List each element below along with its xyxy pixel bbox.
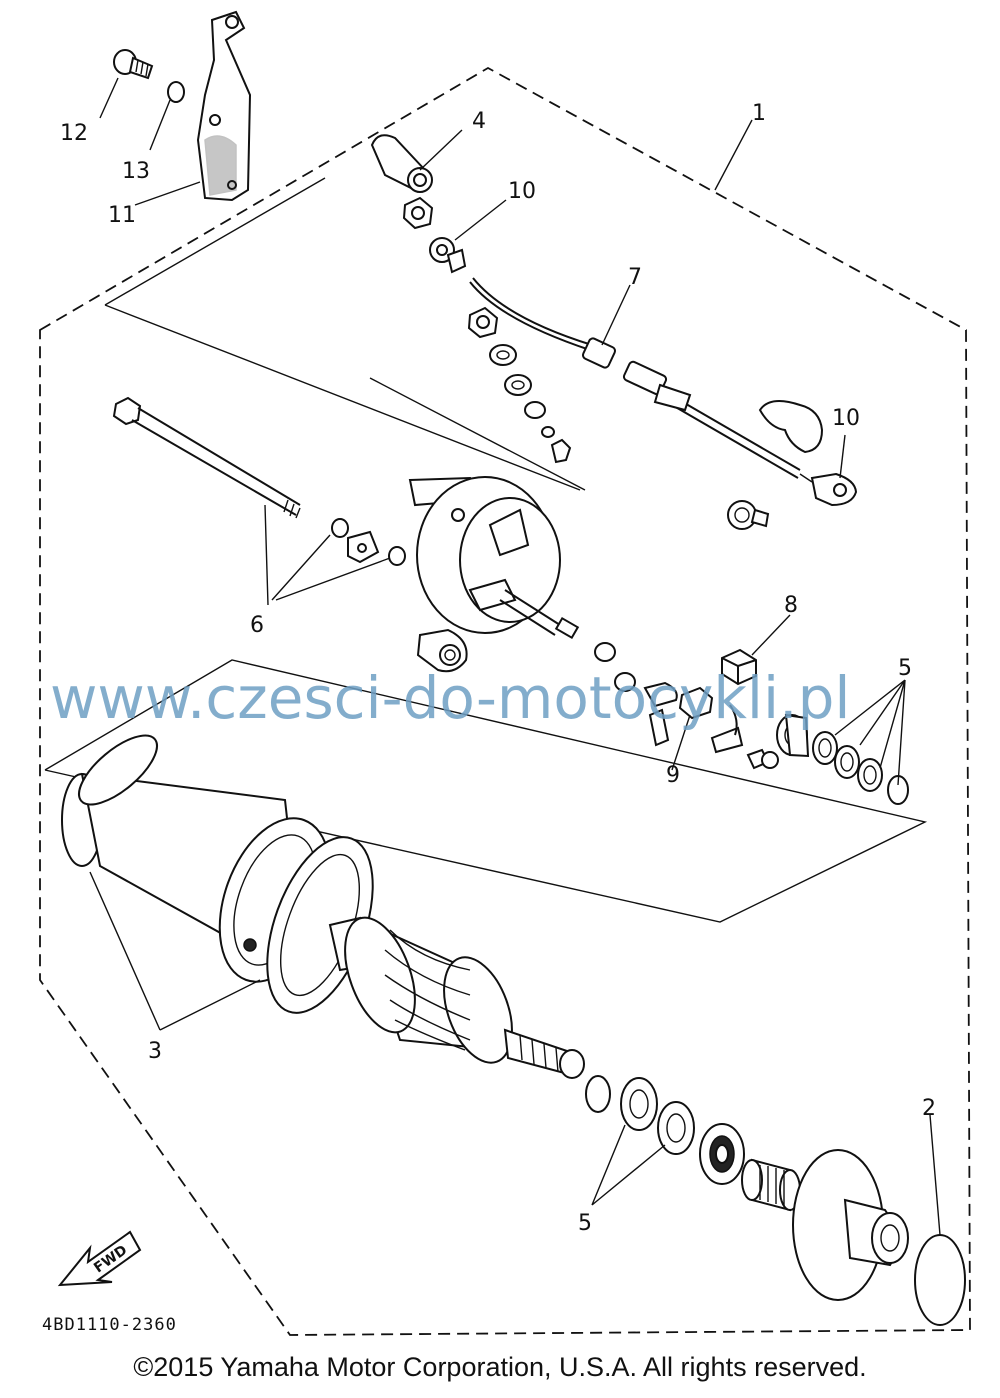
brush-part-8 [721, 648, 757, 686]
rubber-boot [758, 400, 824, 454]
callout-6: 6 [250, 613, 264, 638]
callout-9: 9 [666, 763, 680, 788]
brush-spring [416, 628, 468, 673]
brush-assembly-outline-2 [369, 377, 586, 491]
terminal-nut-stack [402, 196, 467, 274]
seal-kit-part-6 [331, 518, 406, 566]
yoke-part-3 [61, 734, 374, 1014]
callout-12: 12 [60, 121, 88, 146]
bolt-part-12 [113, 49, 154, 80]
callout-5-lower: 5 [578, 1211, 592, 1236]
yoke-group-outline [44, 659, 928, 923]
callout-10-right: 10 [832, 406, 860, 431]
through-bolt [112, 396, 301, 519]
bearing-holder-right [727, 500, 770, 530]
bearing [699, 1123, 745, 1185]
washer-set-part-5-upper [594, 642, 909, 805]
leader-lines [89, 77, 941, 1236]
callout-10-top: 10 [508, 179, 536, 204]
diagram-code: 4BD1110-2360 [42, 1315, 177, 1335]
armature [328, 916, 585, 1079]
callout-7: 7 [628, 265, 642, 290]
brush-assembly-outline [104, 304, 581, 491]
callout-3: 3 [148, 1039, 162, 1064]
lead-wire-part-7 [469, 277, 801, 479]
o-ring-part-2 [914, 1234, 966, 1326]
washer-set-part-5-lower [585, 1075, 695, 1155]
terminal-cover-part-4 [370, 134, 433, 193]
callout-8: 8 [784, 593, 798, 618]
fwd-arrow-icon: FWD [57, 1230, 142, 1287]
ring-terminal-part-10 [799, 472, 858, 507]
front-cover [792, 1149, 909, 1301]
callout-4: 4 [472, 109, 486, 134]
callout-2: 2 [922, 1096, 936, 1121]
washer-part-13 [167, 81, 185, 103]
watermark: www.czesci-do-motocykli.pl [50, 664, 851, 732]
callout-11: 11 [108, 203, 136, 228]
callout-5-upper: 5 [898, 656, 912, 681]
bracket-group-outline [104, 177, 326, 306]
callout-1: 1 [752, 101, 766, 126]
copyright-notice: ©2015 Yamaha Motor Corporation, U.S.A. A… [133, 1352, 867, 1382]
callout-13: 13 [122, 159, 150, 184]
bracket-part-11 [196, 10, 252, 202]
needle-bearing [741, 1158, 801, 1212]
terminal-washer-stack [467, 306, 572, 464]
assembly-boundary-dashed [39, 66, 971, 1336]
rear-cover-assembly [408, 476, 580, 640]
brush-part-9 [643, 681, 779, 770]
